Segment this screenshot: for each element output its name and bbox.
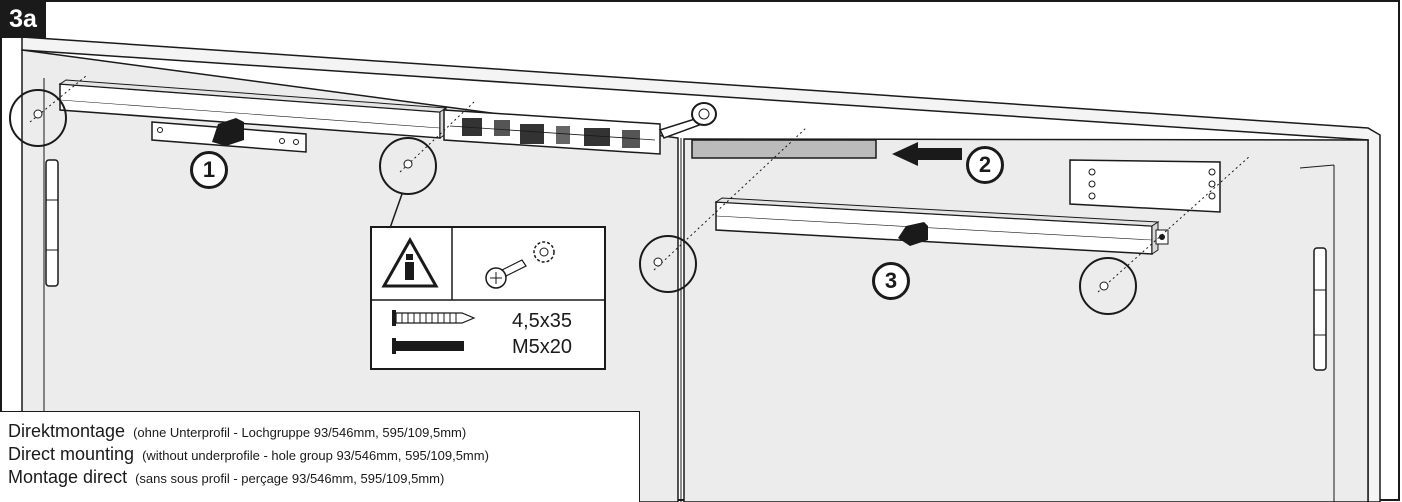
right-frame-inner (1299, 164, 1335, 169)
door-frame (21, 36, 1381, 502)
caption-title-de: Direktmontage (8, 421, 126, 441)
caption-line-de: Direktmontage (ohne Unterprofil - Lochgru… (8, 420, 639, 443)
slide-rail (691, 139, 877, 159)
detail-circles (9, 89, 1137, 315)
caption-detail-en: (without underprofile - hole group 93/54… (142, 448, 489, 463)
right-hinge (1313, 247, 1327, 371)
direction-arrow-2 (892, 142, 962, 166)
mounting-plate-2 (1069, 159, 1221, 213)
guide-rail (714, 197, 1169, 255)
direction-arrow-1 (212, 118, 244, 146)
step-number-1: 1 (190, 151, 228, 189)
right-door-leaf (683, 138, 1369, 502)
closer-arm (658, 102, 717, 139)
caption-box: Direktmontage (ohne Unterprofil - Lochgru… (0, 411, 640, 502)
direction-arrow-3 (898, 222, 928, 246)
door-closer-body (58, 79, 448, 139)
caption-detail-de: (ohne Unterprofil - Lochgruppe 93/546mm,… (133, 425, 467, 440)
screw-size-1: 4,5x35 (512, 310, 573, 332)
wood-screw-icon (392, 310, 476, 326)
step-number-3: 3 (872, 262, 910, 300)
caption-line-en: Direct mounting (without underprofile - h… (8, 443, 639, 466)
caption-detail-fr: (sans sous profil - perçage 93/546mm, 59… (135, 471, 445, 486)
step-label: 3a (0, 0, 46, 38)
caption-title-en: Direct mounting (8, 444, 135, 464)
drive-unit (443, 109, 661, 155)
caption-title-fr: Montage direct (8, 467, 128, 487)
left-door-leaf (21, 49, 679, 502)
warning-info-icon (381, 236, 439, 288)
screw-size-2: M5x20 (512, 336, 573, 358)
left-hinge (45, 159, 59, 287)
caption-line-fr: Montage direct (sans sous profil - perçag… (8, 466, 639, 489)
screw-info-graphics (372, 228, 604, 354)
screw-info-box: 4,5x35 M5x20 (370, 226, 606, 370)
screw-with-washer-icon (485, 241, 555, 289)
step-number-2: 2 (966, 146, 1004, 184)
screw-points (33, 109, 1109, 291)
callout-leader (389, 193, 403, 229)
machine-screw-icon (392, 338, 464, 354)
